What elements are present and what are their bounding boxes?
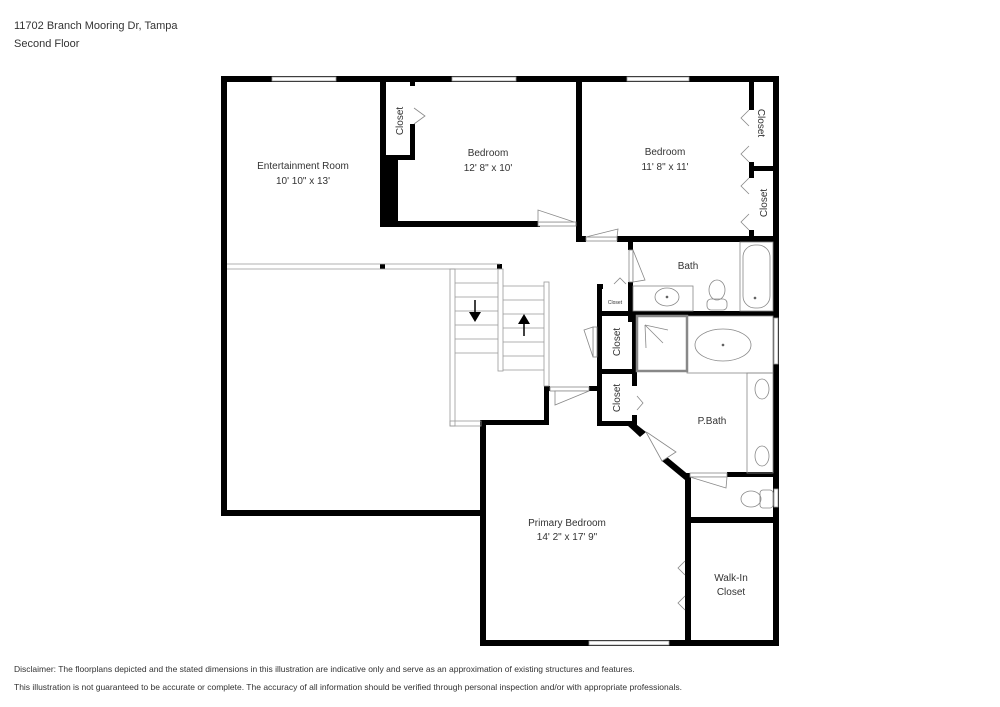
- floor-label: Second Floor: [14, 38, 80, 50]
- walk-in-closet-line2: Closet: [717, 587, 746, 598]
- pbath-name: P.Bath: [698, 416, 727, 427]
- room-labels: Entertainment Room 10' 10" x 13' Bedroom…: [257, 107, 770, 598]
- doors: [537, 209, 728, 489]
- entertainment-room-dims: 10' 10" x 13': [276, 176, 330, 187]
- walk-in-closet-line1: Walk-In: [714, 573, 748, 584]
- bath-fixtures: [632, 241, 774, 509]
- bedroom2-dims: 11' 8" x 11': [641, 162, 688, 173]
- bath-name: Bath: [678, 261, 699, 272]
- stair-arrows: [469, 300, 530, 336]
- primary-bedroom-dims: 14' 2" x 17' 9": [537, 532, 598, 543]
- small-closet-label: Closet: [608, 300, 623, 306]
- bedroom2-name: Bedroom: [645, 147, 686, 158]
- disclaimer-line1: Disclaimer: The floorplans depicted and …: [14, 664, 635, 674]
- arrow-up-icon: [518, 314, 530, 336]
- interior-rails: [227, 263, 550, 427]
- bedroom1-name: Bedroom: [468, 148, 509, 159]
- arrow-down-icon: [469, 300, 481, 322]
- closet-label-hall-upper: Closet: [612, 328, 623, 357]
- primary-bedroom-name: Primary Bedroom: [528, 518, 606, 529]
- closet-label-bedroom2-upper: Closet: [755, 109, 766, 138]
- closet-label-bedroom1: Closet: [395, 107, 406, 136]
- closet-label-bedroom2-lower: Closet: [759, 189, 770, 218]
- property-address: 11702 Branch Mooring Dr, Tampa: [14, 20, 178, 32]
- entertainment-room-name: Entertainment Room: [257, 161, 349, 172]
- windows: [271, 76, 779, 646]
- closet-door-marks: [413, 107, 750, 611]
- closet-label-hall-lower: Closet: [612, 384, 623, 413]
- bedroom1-dims: 12' 8" x 10': [464, 163, 513, 174]
- disclaimer-line2: This illustration is not guaranteed to b…: [14, 682, 682, 692]
